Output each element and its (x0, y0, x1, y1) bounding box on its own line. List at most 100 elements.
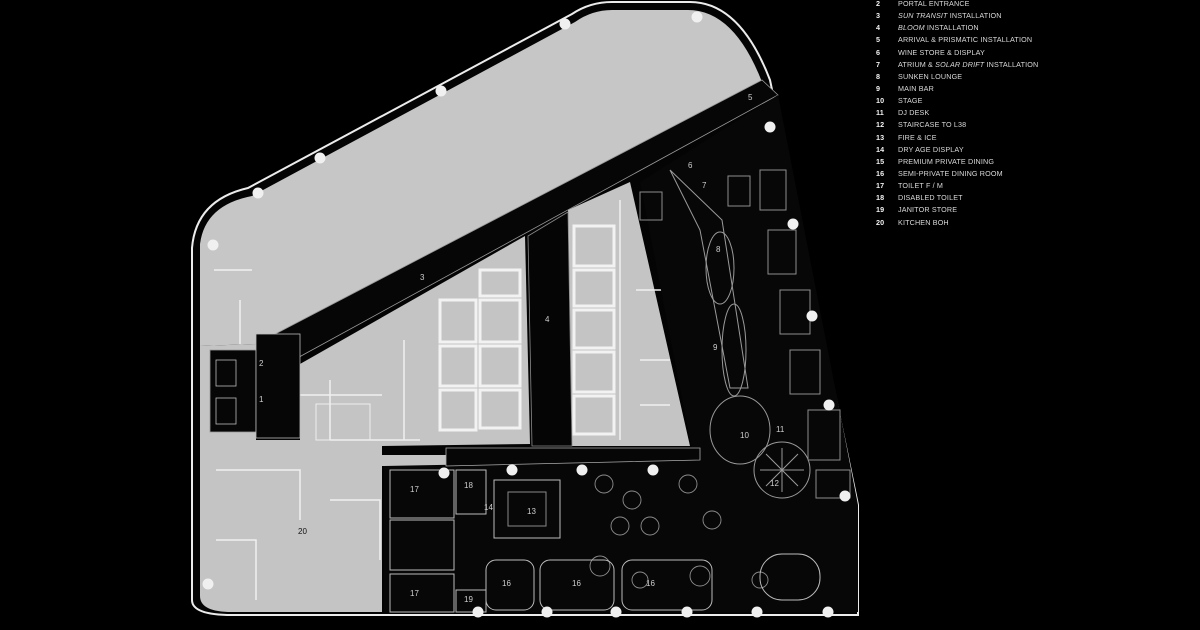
legend-item: 17 TOILET F / M (876, 180, 1196, 192)
room-label: 12 (770, 479, 779, 488)
room-label: 8 (716, 245, 721, 254)
room-label: 14 (484, 503, 493, 512)
legend-text-part: PREMIUM PRIVATE DINING (898, 156, 995, 166)
legend-item: 16 SEMI-PRIVATE DINING ROOM (876, 168, 1196, 180)
legend-item: 11 DJ DESK (876, 107, 1196, 119)
thin-partitions (214, 200, 670, 600)
room-label: 1 (259, 395, 264, 404)
table-clusters (589, 474, 769, 589)
legend-text: WINE STORE & DISPLAY (898, 48, 985, 57)
core-left-zone (300, 236, 530, 446)
dining-wing (384, 95, 858, 612)
room-label: 13 (527, 507, 536, 516)
legend-text-part: DISABLED TOILET (898, 193, 963, 203)
bar-lounge (669, 169, 811, 499)
room-label: 17 (410, 589, 419, 598)
room-label: 10 (740, 431, 749, 440)
legend-text-part: INSTALLATION (984, 59, 1039, 69)
room-label: 16 (572, 579, 581, 588)
legend-item: 12 STAIRCASE TO L38 (876, 119, 1196, 131)
legend-item: 13 FIRE & ICE (876, 132, 1196, 144)
legend-text-part: INSTALLATION (924, 23, 979, 33)
service-rooms (389, 469, 821, 613)
legend-text-emphasis: BLOOM (898, 23, 925, 33)
kitchen-boh-zone (200, 344, 446, 612)
room-grid-left (438, 268, 522, 432)
legend-text: KITCHEN BOH (898, 218, 949, 227)
legend-text-part: KITCHEN BOH (898, 217, 949, 227)
legend-text: TOILET F / M (898, 181, 943, 190)
legend-text: JANITOR STORE (898, 205, 957, 214)
legend-text-part: DRY AGE DISPLAY (898, 144, 964, 154)
legend-number: 2 (876, 0, 881, 8)
legend-number: 8 (876, 71, 881, 81)
legend-text-part: INSTALLATION (947, 11, 1002, 21)
legend-number: 11 (876, 108, 884, 118)
legend-text: SUNKEN LOUNGE (898, 72, 962, 81)
legend-text: MAIN BAR (898, 84, 934, 93)
legend-text: PREMIUM PRIVATE DINING (898, 157, 994, 166)
room-label: 9 (713, 343, 718, 352)
legend-number: 7 (876, 59, 881, 69)
legend-text: DISABLED TOILET (898, 193, 963, 202)
legend-number: 4 (876, 23, 881, 33)
legend-text: FIRE & ICE (898, 133, 937, 142)
legend-item: 7 ATRIUM & SOLAR DRIFT INSTALLATION (876, 59, 1196, 71)
room-label: 19 (464, 595, 473, 604)
legend-text: ARRIVAL & PRISMATIC INSTALLATION (898, 35, 1032, 44)
legend-item: 4 BLOOM INSTALLATION (876, 22, 1196, 34)
legend-number: 20 (876, 217, 885, 227)
legend-text-part: SEMI-PRIVATE DINING ROOM (898, 168, 1003, 178)
structural-columns (202, 11, 851, 618)
legend-text-part: DJ DESK (898, 108, 930, 118)
legend-text-part: STAGE (898, 96, 923, 106)
legend-text-part: FIRE & ICE (898, 132, 937, 142)
legend-item: 8 SUNKEN LOUNGE (876, 71, 1196, 83)
sun-transit-zone (200, 10, 762, 346)
room-label: 11 (776, 425, 785, 434)
legend-text-emphasis: SUN TRANSIT (898, 11, 948, 21)
legend-text-part: ARRIVAL & PRISMATIC INSTALLATION (898, 35, 1033, 45)
legend-text: STAIRCASE TO L38 (898, 120, 966, 129)
legend-number: 18 (876, 193, 885, 203)
legend-text: PORTAL ENTRANCE (898, 0, 970, 8)
bloom-corridor (527, 211, 573, 447)
legend-item: 2 PORTAL ENTRANCE (876, 0, 1196, 10)
room-label: 6 (688, 161, 693, 170)
legend-text-part: WINE STORE & DISPLAY (898, 47, 986, 57)
legend-text: SUN TRANSIT INSTALLATION (898, 11, 1002, 20)
legend-text-part: SUNKEN LOUNGE (898, 71, 963, 81)
legend-text-part: PORTAL ENTRANCE (898, 0, 970, 8)
legend-text: SEMI-PRIVATE DINING ROOM (898, 169, 1003, 178)
legend-number: 13 (876, 132, 885, 142)
legend-text-part: JANITOR STORE (898, 205, 958, 215)
legend-text-part: TOILET F / M (898, 181, 944, 191)
legend-item: 6 WINE STORE & DISPLAY (876, 47, 1196, 59)
room-label: 7 (702, 181, 707, 190)
room-label: 2 (259, 359, 264, 368)
room-label: 18 (464, 481, 473, 490)
legend-number: 16 (876, 168, 885, 178)
room-label: 4 (545, 315, 550, 324)
legend-number: 12 (876, 120, 885, 130)
fire-ice-room (493, 479, 561, 539)
room-label: 16 (502, 579, 511, 588)
portal-entrance (209, 333, 301, 439)
legend-text-part: MAIN BAR (898, 83, 934, 93)
legend-item: 18 DISABLED TOILET (876, 192, 1196, 204)
room-legend: 2 PORTAL ENTRANCE 3 SUN TRANSIT INSTALLATIO… (876, 0, 1196, 229)
legend-text: DRY AGE DISPLAY (898, 145, 964, 154)
legend-number: 17 (876, 181, 885, 191)
legend-text: ATRIUM & SOLAR DRIFT INSTALLATION (898, 60, 1038, 69)
legend-text-part: STAIRCASE TO L38 (898, 120, 967, 130)
room-label: 5 (748, 93, 753, 102)
legend-number: 3 (876, 11, 881, 21)
stair-core (315, 403, 371, 441)
legend-number: 6 (876, 47, 881, 57)
legend-number: 14 (876, 144, 885, 154)
